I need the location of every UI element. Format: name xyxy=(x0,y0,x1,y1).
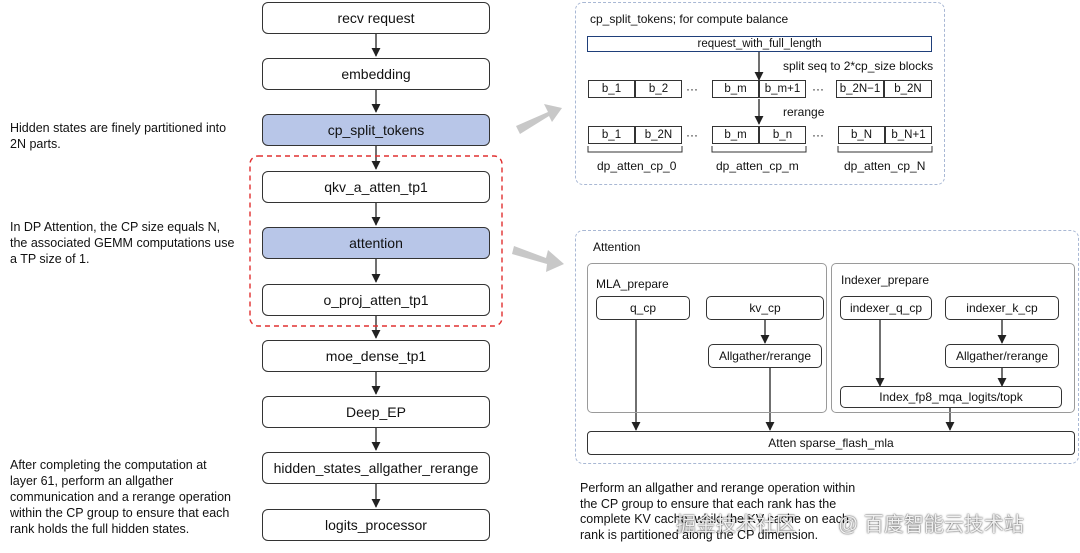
request-full-length-label: request_with_full_length xyxy=(697,38,822,50)
attention-label: attention xyxy=(349,235,403,251)
index-fp8-node: Index_fp8_mqa_logits/topk xyxy=(840,386,1062,408)
note-line: rank holds the full hidden states. xyxy=(10,522,190,536)
moe-dense-box: moe_dense_tp1 xyxy=(262,340,490,372)
group-label-cpm: dp_atten_cp_m xyxy=(716,159,799,173)
o-proj-atten-label: o_proj_atten_tp1 xyxy=(323,292,429,308)
row2-block: b_N+1 xyxy=(885,126,932,144)
row2-block: b_n xyxy=(759,126,806,144)
q-cp-label: q_cp xyxy=(629,301,657,315)
watermark-juejin: 掘金技术社区 xyxy=(676,514,796,536)
atten-sparse-flash-mla-node: Atten sparse_flash_mla xyxy=(587,431,1075,455)
indexer-prepare-title: Indexer_prepare xyxy=(841,273,930,287)
qkv-a-atten-box: qkv_a_atten_tp1 xyxy=(262,171,490,203)
note-line: In DP Attention, the CP size equals N, xyxy=(10,220,221,234)
row1-ellipsis: ··· xyxy=(686,82,698,96)
attention-panel-title: Attention xyxy=(593,240,641,254)
row1-block: b_1 xyxy=(588,80,635,98)
row2-block: b_1 xyxy=(588,126,635,144)
indexer-k-cp-node: indexer_k_cp xyxy=(945,296,1059,320)
row1-block: b_2N xyxy=(884,80,932,98)
gray-arrow-bottom xyxy=(512,246,564,272)
note-kv-cache: Perform an allgather and rerange operati… xyxy=(580,481,855,543)
note-hidden-states: Hidden states are finely partitioned int… xyxy=(10,120,226,152)
indexer-q-cp-label: indexer_q_cp xyxy=(849,301,923,315)
embedding-label: embedding xyxy=(341,66,411,82)
note-after-layer: After completing the computation at laye… xyxy=(10,457,231,537)
attention-box: attention xyxy=(262,227,490,259)
qkv-a-atten-label: qkv_a_atten_tp1 xyxy=(324,179,428,195)
cp-split-tokens-box: cp_split_tokens xyxy=(262,114,490,146)
split-panel-title: cp_split_tokens; for compute balance xyxy=(590,12,789,26)
allgather-rerange-node-mla: Allgather/rerange xyxy=(708,344,822,368)
split-panel xyxy=(575,2,945,185)
note-line: complete KV cache, while the KV cache on… xyxy=(580,512,849,526)
row1-ellipsis: ··· xyxy=(812,82,824,96)
o-proj-atten-box: o_proj_atten_tp1 xyxy=(262,284,490,316)
allgather-rerange-label: Allgather/rerange xyxy=(718,349,812,363)
split-label: split seq to 2*cp_size blocks xyxy=(783,59,934,73)
row2-ellipsis: ··· xyxy=(686,128,698,142)
kv-cp-node: kv_cp xyxy=(706,296,824,320)
moe-dense-label: moe_dense_tp1 xyxy=(325,348,427,364)
allgather-rerange-node-indexer: Allgather/rerange xyxy=(945,344,1059,368)
row1-block: b_m xyxy=(712,80,759,98)
note-dp-attention: In DP Attention, the CP size equals N, t… xyxy=(10,219,234,267)
watermark-baidu: @ 百度智能云技术站 xyxy=(838,514,1024,536)
row2-block: b_m xyxy=(712,126,759,144)
note-line: Hidden states are finely partitioned int… xyxy=(10,121,227,135)
rerange-label: rerange xyxy=(783,105,825,119)
index-fp8-label: Index_fp8_mqa_logits/topk xyxy=(879,390,1023,404)
note-line: Perform an allgather and rerange operati… xyxy=(580,481,856,495)
recv-request-label: recv request xyxy=(337,10,415,26)
row1-block: b_2N−1 xyxy=(836,80,884,98)
note-line: the CP group to ensure that each rank ha… xyxy=(580,496,837,511)
attention-panel xyxy=(575,230,1079,464)
mla-prepare-title: MLA_prepare xyxy=(596,277,669,291)
logits-processor-box: logits_processor xyxy=(262,509,490,541)
note-line: communication and a rerange operation xyxy=(10,490,231,504)
hidden-states-allgather-box: hidden_states_allgather_rerange xyxy=(262,452,490,484)
note-line: rank is partitioned along the CP dimensi… xyxy=(580,527,819,542)
note-line: a TP size of 1. xyxy=(10,252,90,266)
deep-ep-label: Deep_EP xyxy=(346,404,406,420)
note-line: layer 61, perform an allgather xyxy=(10,474,174,488)
recv-request-box: recv request xyxy=(262,2,490,34)
row1-block: b_2 xyxy=(635,80,682,98)
indexer-prepare-box xyxy=(831,263,1075,413)
hidden-states-allgather-label: hidden_states_allgather_rerange xyxy=(273,460,479,476)
dp-attention-group xyxy=(249,155,503,327)
request-full-length-bar: request_with_full_length xyxy=(587,36,932,52)
indexer-q-cp-node: indexer_q_cp xyxy=(840,296,932,320)
indexer-k-cp-label: indexer_k_cp xyxy=(966,301,1038,315)
mla-prepare-box xyxy=(587,263,827,413)
note-line: within the CP group to ensure that each xyxy=(10,506,230,520)
row1-block: b_m+1 xyxy=(759,80,806,98)
group-label-cpn: dp_atten_cp_N xyxy=(844,159,926,173)
note-line: 2N parts. xyxy=(10,137,61,151)
cp-split-tokens-label: cp_split_tokens xyxy=(327,122,425,138)
row2-ellipsis: ··· xyxy=(812,128,824,142)
kv-cp-label: kv_cp xyxy=(749,301,781,315)
note-line: the associated GEMM computations use xyxy=(10,236,235,250)
allgather-rerange-label: Allgather/rerange xyxy=(955,349,1049,363)
gray-arrow-top xyxy=(516,104,562,134)
embedding-box: embedding xyxy=(262,58,490,90)
q-cp-node: q_cp xyxy=(596,296,690,320)
logits-processor-label: logits_processor xyxy=(325,517,427,533)
note-line: After completing the computation at xyxy=(10,458,207,472)
deep-ep-box: Deep_EP xyxy=(262,396,490,428)
group-label-cp0: dp_atten_cp_0 xyxy=(597,159,677,173)
row2-block: b_2N xyxy=(635,126,682,144)
atten-sparse-flash-mla-label: Atten sparse_flash_mla xyxy=(768,436,894,450)
row2-block: b_N xyxy=(838,126,885,144)
